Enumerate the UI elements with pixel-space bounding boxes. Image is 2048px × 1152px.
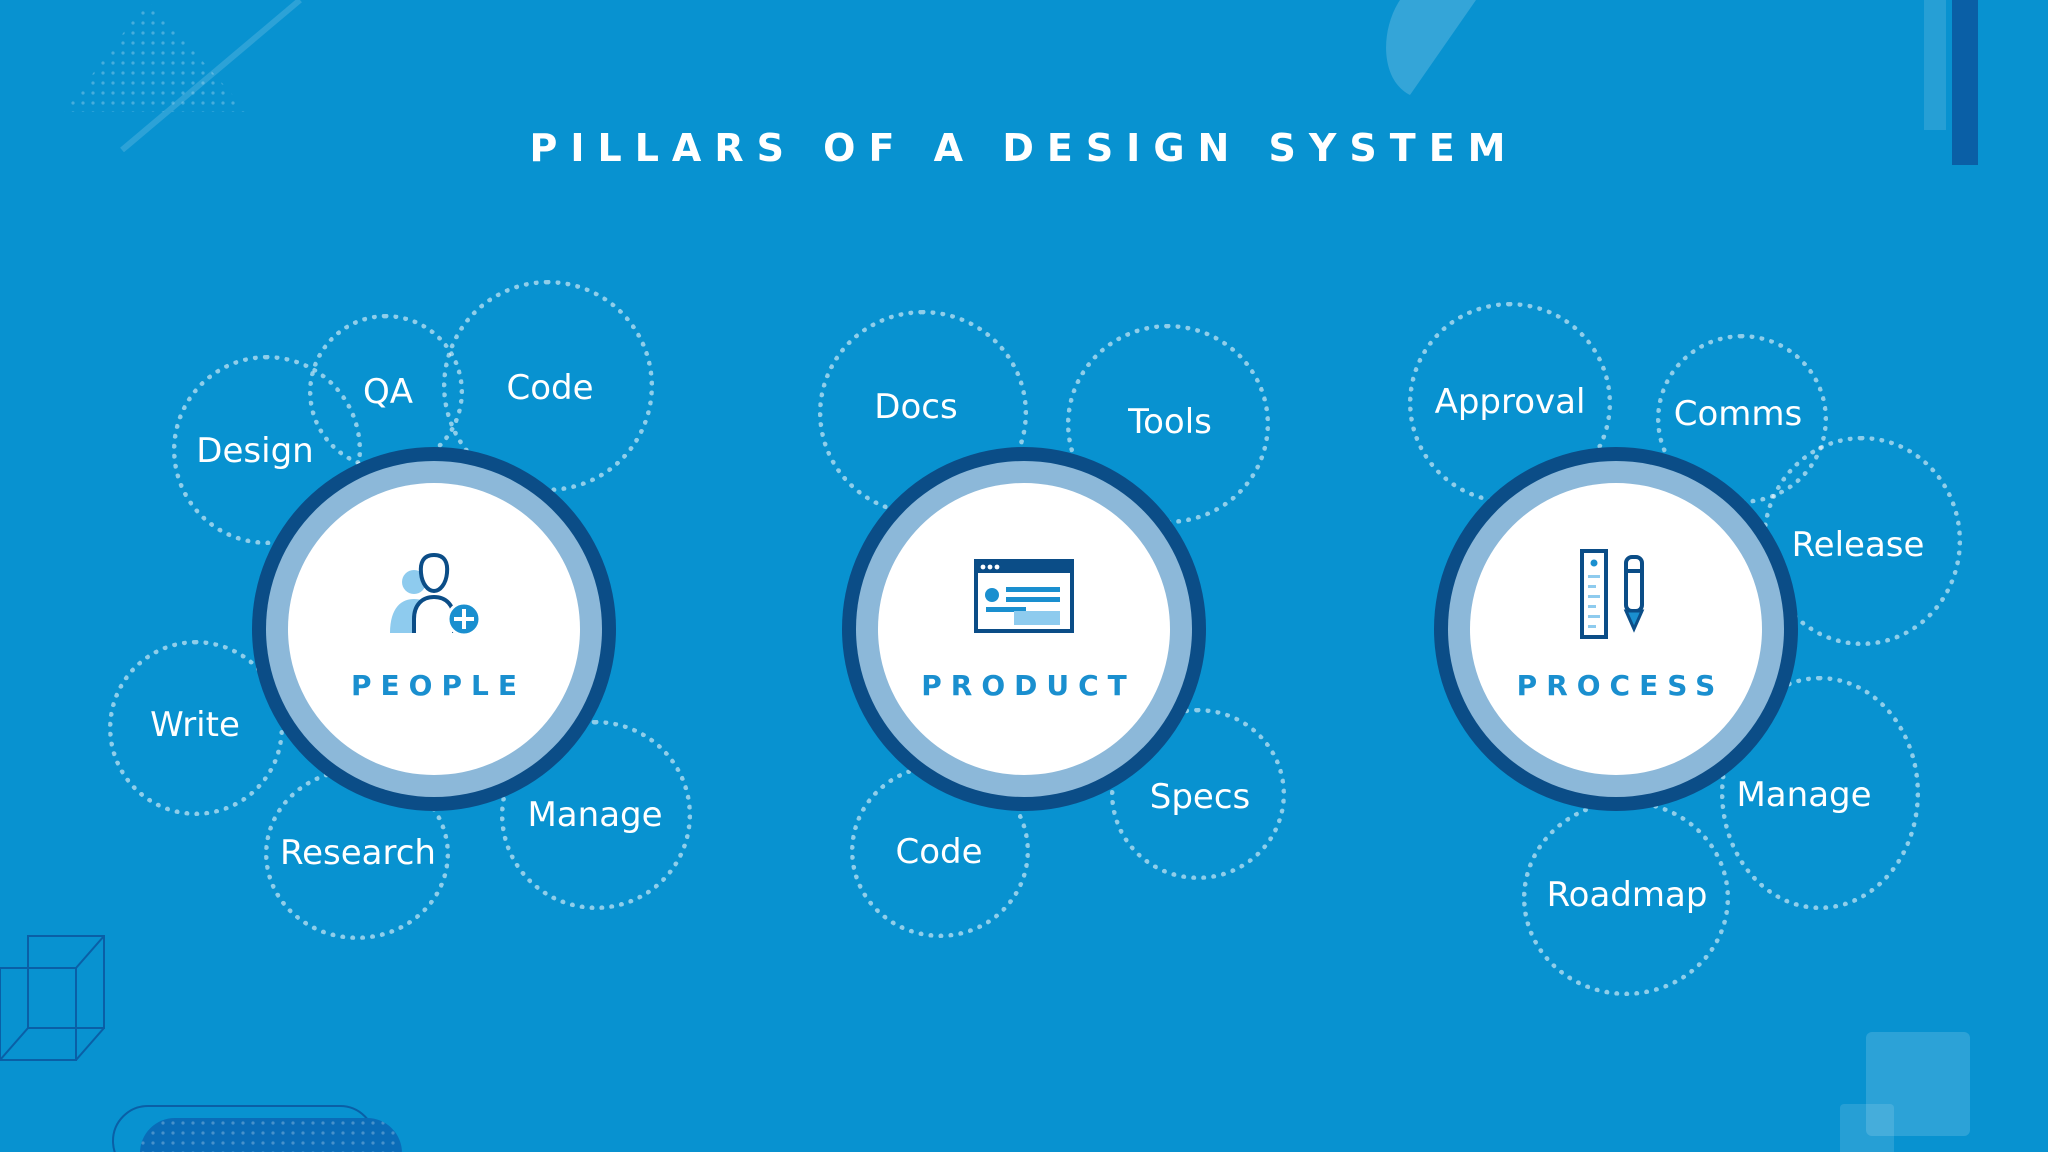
topic-label: QA	[362, 372, 414, 412]
topic-label: Roadmap	[1546, 875, 1708, 915]
pillar-ring-core	[1470, 483, 1762, 775]
topic-bubble	[1110, 708, 1286, 880]
ruler-pencil-icon	[1580, 549, 1645, 639]
pillar-label: PRODUCT	[921, 669, 1136, 702]
browser-window-icon	[974, 559, 1074, 633]
topic-label: Manage	[1736, 775, 1872, 815]
topic-label: Write	[150, 705, 240, 745]
topic-label: Design	[196, 431, 314, 471]
pillar-process: PROCESS	[1434, 447, 1798, 811]
topic-label: Specs	[1149, 777, 1251, 817]
pillar-product: PRODUCT	[842, 447, 1206, 811]
diagonal-line-decoration	[120, 0, 302, 153]
topic-label: Approval	[1434, 382, 1586, 422]
pillar-label: PROCESS	[1516, 669, 1725, 702]
pillar-label: PEOPLE	[351, 669, 526, 702]
topic-label: Release	[1791, 525, 1925, 565]
people-add-icon	[390, 552, 482, 637]
dotted-triangle-decoration	[64, 0, 248, 112]
topic-label: Comms	[1673, 394, 1803, 434]
square-decoration-small	[1840, 1104, 1894, 1152]
bar-decoration-light	[1924, 0, 1946, 130]
pillar-people: PEOPLE	[252, 447, 616, 811]
topic-bubble	[1720, 676, 1920, 910]
wireframe-cube-decoration	[0, 935, 105, 1061]
topic-label: Research	[280, 833, 436, 873]
square-decoration-large	[1866, 1032, 1970, 1136]
topic-label: Code	[506, 368, 594, 408]
topic-label: Docs	[874, 387, 958, 427]
topic-bubble	[500, 720, 692, 910]
topic-label: Manage	[527, 795, 663, 835]
pill-dot-texture-decoration	[140, 1118, 402, 1152]
topic-label: Code	[895, 832, 983, 872]
bar-decoration-dark	[1952, 0, 1978, 165]
leaf-shape-decoration	[1386, 0, 1476, 95]
slide-title: PILLARS OF A DESIGN SYSTEM	[529, 126, 1519, 170]
topic-label: Tools	[1128, 402, 1212, 442]
